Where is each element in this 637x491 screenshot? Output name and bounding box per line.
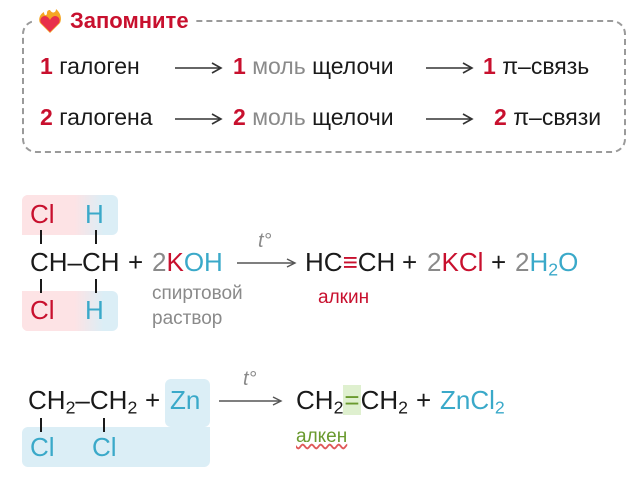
fire-heart-icon (39, 9, 61, 33)
row1-alkali: 1 моль щелочи (233, 53, 394, 80)
h-top: H (85, 199, 104, 229)
p-ch-a: CH (296, 385, 334, 415)
plus-5: + (416, 385, 432, 415)
alkene-label: алкен (296, 426, 348, 447)
title-text: Запомните (70, 8, 189, 33)
row2-halogen: 2 галогена (40, 104, 153, 131)
zncl: ZnCl (440, 385, 495, 415)
bond-line-4 (95, 279, 97, 293)
alkene: CH2=CH2 (296, 385, 408, 418)
h-bottom: H (85, 295, 104, 325)
bond-line-2 (95, 230, 97, 244)
bond-line-5 (40, 418, 42, 432)
row2-num2: 2 (233, 104, 246, 130)
cl-highlight-bottom (22, 427, 210, 467)
zn: Zn (170, 385, 201, 415)
ethane-chain: CH2–CH2 (28, 385, 137, 418)
plus-3: + (491, 247, 507, 277)
bond-line-1 (40, 230, 42, 244)
row2-num3: 2 (494, 104, 507, 130)
triple-bond: ≡ (342, 247, 358, 277)
row2-arrow2 (426, 113, 474, 125)
o-water: O (558, 247, 579, 277)
row2-bond: 2 π–связи (494, 104, 601, 131)
row2-alkali: 2 моль щелочи (233, 104, 394, 131)
remember-box (22, 20, 626, 153)
kcl: 2KCl (427, 247, 483, 278)
row2-text1: галогена (59, 104, 153, 130)
alkyne-label: алкин (318, 287, 370, 308)
h-water: H (529, 247, 549, 277)
p-sub-a: 2 (333, 397, 344, 418)
zn-highlight (165, 379, 210, 427)
coef-water: 2 (515, 247, 530, 277)
alkyne: HC≡CH (305, 247, 395, 278)
row1-bond-text: π–связь (502, 53, 590, 79)
p-sub-b: 2 (398, 397, 408, 418)
k-kcl: K (441, 247, 459, 277)
coef-koh: 2 (152, 247, 167, 277)
row1-text1: галоген (59, 53, 140, 79)
row2-num1: 2 (40, 104, 53, 130)
bond-line-6 (103, 418, 105, 432)
row1-halogen: 1 галоген (40, 53, 140, 80)
row2-arrow1 (175, 113, 223, 125)
row1-num3: 1 (483, 53, 496, 79)
cl-kcl: Cl (458, 247, 484, 277)
note-solution: раствор (152, 308, 223, 329)
cl-right: Cl (92, 432, 117, 462)
plus-2: + (402, 247, 418, 277)
chain-gap (22, 235, 118, 291)
zncl2: ZnCl2 (440, 385, 505, 418)
row2-mol: моль (252, 104, 306, 130)
koh: 2KOH (152, 247, 223, 278)
bond-line-3 (40, 279, 42, 293)
row2-bond-text: π–связи (513, 104, 602, 130)
plus-1: + (128, 247, 144, 277)
cl-top: Cl (30, 199, 55, 229)
alkyne-ch: CH (357, 247, 396, 277)
cl-left: Cl (30, 432, 55, 462)
reaction2-arrow (219, 396, 283, 406)
condition-t2: t° (243, 368, 257, 390)
row1-bond: 1 π–связь (483, 53, 589, 80)
k-koh: K (166, 247, 184, 277)
p-ch-b: CH (360, 385, 399, 415)
condition-t1: t° (258, 230, 272, 252)
oh: OH (183, 247, 223, 277)
bottom-substituent-highlight (22, 291, 118, 331)
note-alcoholic: спиртовой (152, 283, 243, 304)
ch-b: CH (89, 385, 128, 415)
remember-title: Запомните (32, 6, 195, 36)
water: 2H2O (515, 247, 578, 280)
alkyne-hc: HC (305, 247, 343, 277)
h-water-sub: 2 (548, 259, 559, 280)
double-bond: = (343, 385, 361, 415)
sub-a: 2 (65, 397, 76, 418)
reaction1-arrow (237, 258, 297, 268)
coef-kcl: 2 (427, 247, 442, 277)
sub-b: 2 (127, 397, 138, 418)
row1-num1: 1 (40, 53, 53, 79)
row1-num2: 1 (233, 53, 246, 79)
row1-arrow2 (426, 62, 474, 74)
single-bond: – (75, 385, 90, 415)
row2-alkali-word: щелочи (312, 104, 394, 130)
zncl-sub: 2 (494, 397, 505, 418)
top-substituent-highlight (22, 195, 118, 235)
ch-a: CH (28, 385, 66, 415)
row1-mol: моль (252, 53, 306, 79)
chain-ch-ch: CH–CH (30, 247, 120, 277)
plus-4: + (145, 385, 161, 415)
cl-bottom: Cl (30, 295, 55, 325)
row1-arrow1 (175, 62, 223, 74)
row1-alkali-word: щелочи (312, 53, 394, 79)
